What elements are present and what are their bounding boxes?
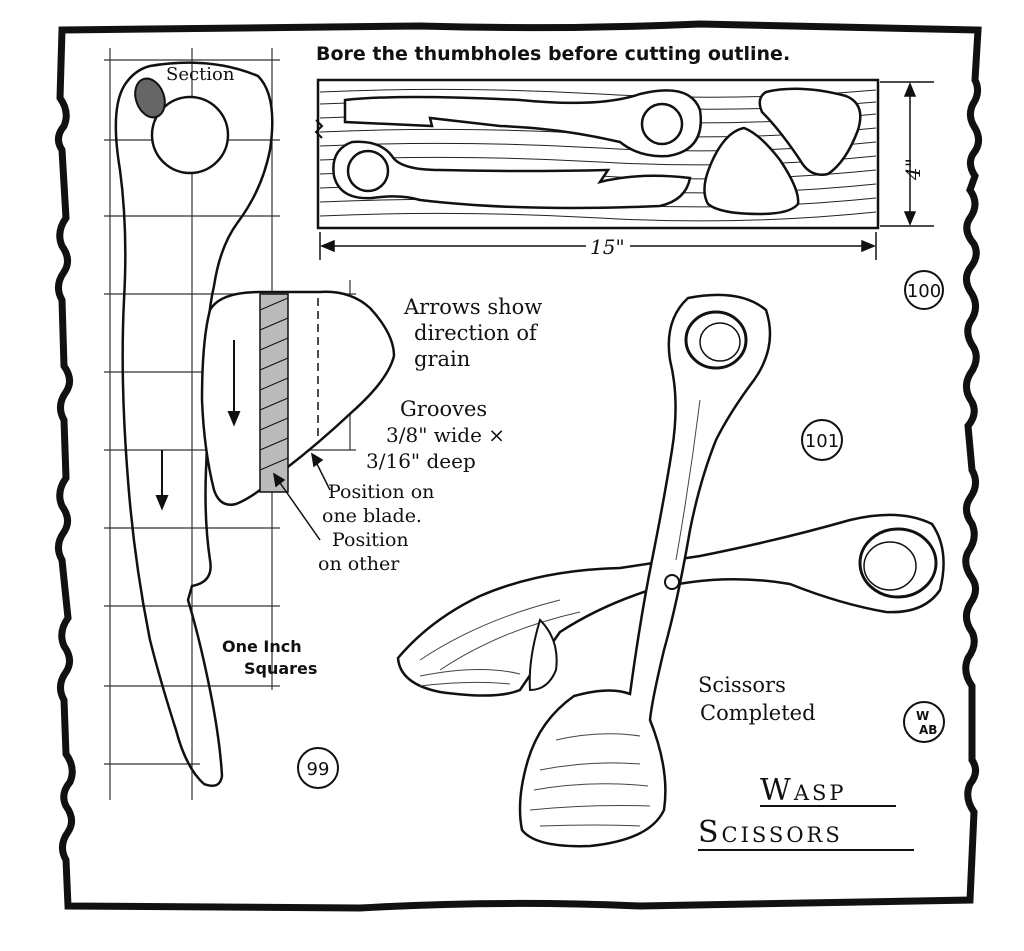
fig100-instruction: Bore the thumbholes before cutting outli… — [316, 43, 790, 65]
position-other-line2: on other — [318, 553, 400, 575]
arrows-note-line3: grain — [414, 347, 470, 371]
position-one-line2: one blade. — [322, 505, 422, 527]
grooves-note-line2: 3/8" wide × — [386, 423, 505, 447]
grain-arrow-tip — [227, 340, 241, 427]
svg-text:101: 101 — [805, 431, 839, 452]
grooves-note-line1: Grooves — [400, 397, 487, 421]
svg-text:99: 99 — [307, 759, 330, 780]
squares-label-line1: One Inch — [222, 637, 302, 656]
artist-monogram: W AB — [903, 701, 945, 743]
position-one-line1: Position on — [328, 481, 434, 503]
grain-arrow-blade — [155, 450, 169, 511]
completed-label-line2: Completed — [700, 701, 816, 725]
pivot-rivet — [664, 574, 680, 590]
section-label: Section — [166, 64, 235, 85]
fig101-number-badge: 101 — [801, 419, 843, 461]
title-line1: Wasp — [760, 773, 847, 808]
dim-width-label: 15" — [590, 235, 625, 259]
svg-text:100: 100 — [907, 281, 941, 302]
fig100-number-badge: 100 — [904, 270, 944, 310]
leader-lines — [272, 452, 331, 541]
plate-border — [55, 20, 982, 912]
thumbhole-vertical — [684, 310, 748, 370]
squares-label-line2: Squares — [244, 659, 317, 678]
title-line2: Scissors — [698, 815, 843, 850]
scissor-blade-vertical — [518, 293, 772, 848]
arrows-note-line1: Arrows show — [403, 295, 542, 319]
fig99-number-badge: 99 — [297, 747, 339, 789]
blade-outline-lower — [332, 140, 692, 210]
arrows-note-line2: direction of — [414, 321, 539, 345]
blade-outline-upper — [343, 89, 703, 158]
dim-height-label: 4" — [901, 158, 925, 181]
groove-hatch — [259, 293, 289, 493]
position-other-line1: Position — [332, 529, 409, 551]
grooves-note-line3: 3/16" deep — [366, 449, 476, 473]
blade-tip-detail — [200, 290, 396, 506]
section-mark — [134, 77, 166, 119]
blade-tip-piece-2 — [703, 126, 800, 216]
scissor-blade-horizontal — [396, 513, 945, 697]
svg-text:AB: AB — [919, 723, 937, 737]
thumbhole-pattern — [150, 95, 230, 175]
inch-grid — [104, 48, 356, 800]
blade-tip-piece-1 — [758, 87, 862, 176]
board-stock — [314, 78, 880, 230]
completed-label-line1: Scissors — [698, 673, 786, 697]
thumbhole-horizontal — [858, 527, 938, 599]
blade-pattern-outline — [114, 61, 274, 787]
svg-text:W: W — [916, 709, 929, 723]
